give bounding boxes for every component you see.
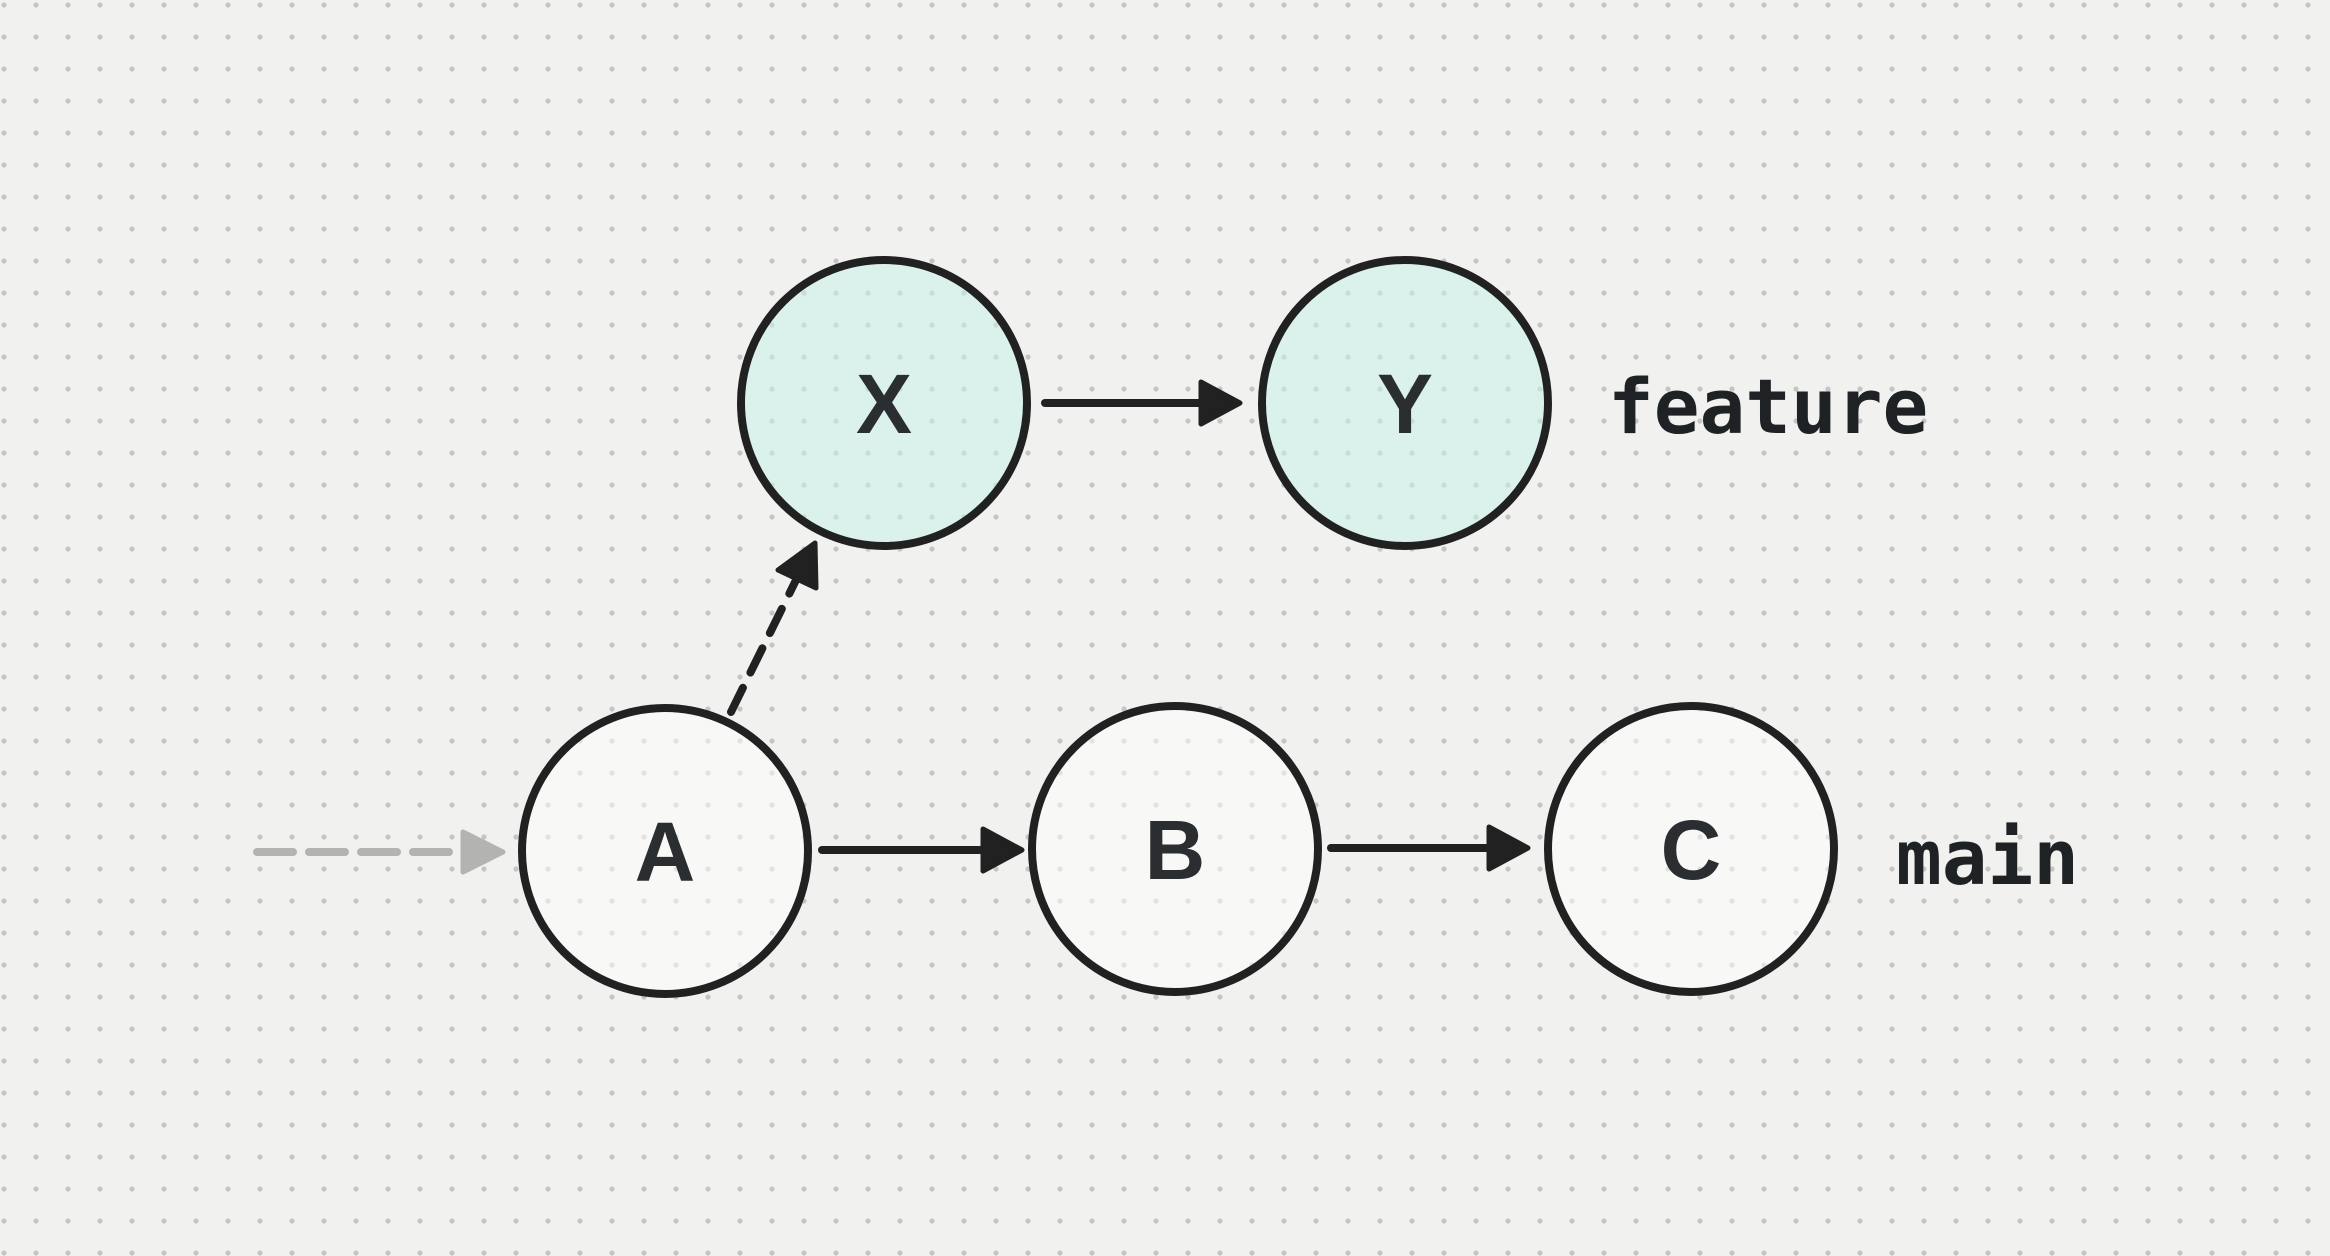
edge-a-x-line[interactable] — [727, 574, 801, 716]
branch-label-main[interactable]: main — [1896, 813, 2079, 902]
commit-node-a[interactable]: A — [518, 704, 812, 998]
node-circle-c[interactable] — [1544, 702, 1838, 996]
commit-node-y[interactable]: Y — [1258, 256, 1552, 550]
node-label-a: A — [635, 805, 696, 899]
edge-b-to-c[interactable] — [1327, 824, 1531, 872]
edge-a-x-arrowhead-icon — [775, 540, 819, 591]
edge-incoming-to-a[interactable] — [253, 829, 506, 875]
node-circle-x[interactable] — [737, 256, 1031, 550]
node-circle-y[interactable] — [1258, 256, 1552, 550]
edge-a-b-arrowhead-icon — [980, 826, 1025, 874]
commit-node-x[interactable]: X — [737, 256, 1031, 550]
edge-x-y-arrowhead-icon — [1198, 379, 1243, 427]
node-label-y: Y — [1377, 357, 1433, 451]
node-label-b: B — [1145, 803, 1206, 897]
node-label-x: X — [856, 357, 912, 451]
node-label-c: C — [1661, 803, 1722, 897]
edge-incoming-arrowhead-icon — [460, 829, 506, 875]
node-circle-b[interactable] — [1028, 702, 1322, 996]
edge-x-to-y[interactable] — [1041, 379, 1243, 427]
edge-a-to-x-branch[interactable] — [727, 540, 819, 716]
branch-label-feature[interactable]: feature — [1608, 362, 1928, 451]
commit-node-b[interactable]: B — [1028, 702, 1322, 996]
commit-node-c[interactable]: C — [1544, 702, 1838, 996]
node-circle-a[interactable] — [518, 704, 812, 998]
edge-b-c-arrowhead-icon — [1486, 824, 1531, 872]
edge-a-to-b[interactable] — [818, 826, 1025, 874]
